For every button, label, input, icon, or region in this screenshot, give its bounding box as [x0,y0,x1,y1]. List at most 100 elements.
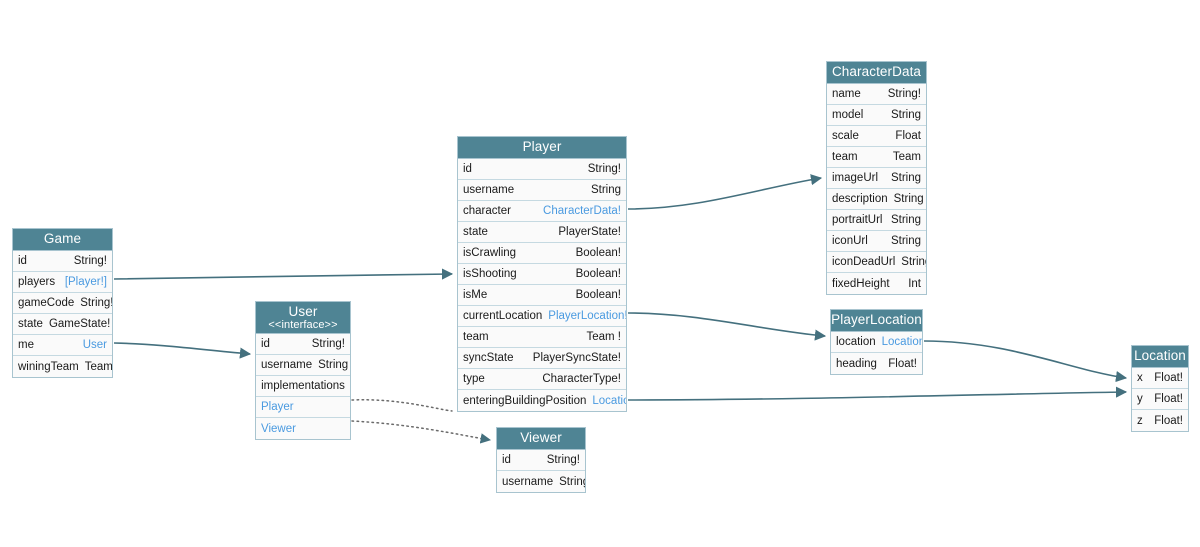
field-row: fixedHeight Int [827,273,926,294]
field-name: portraitUrl [832,214,883,226]
implementation-item[interactable]: Viewer [256,418,350,439]
field-row: team Team ! [458,327,626,348]
field-type: Boolean! [575,289,621,301]
field-type[interactable]: Location [592,394,626,407]
entity-playerlocation-header: PlayerLocation [831,310,922,332]
field-row: id String! [256,334,350,355]
entity-game-title: Game [43,231,82,246]
field-row: gameCode String! [13,293,112,314]
field-type[interactable]: [Player!] [64,276,107,288]
entity-player[interactable]: Player id String! username String charac… [457,136,627,412]
field-name: imageUrl [832,172,879,184]
field-row: id String! [497,450,585,471]
field-type: String [318,359,349,371]
field-row: enteringBuildingPosition Location [458,390,626,411]
field-name: isMe [463,289,488,301]
field-name: scale [832,130,859,142]
field-row: description String [827,189,926,210]
field-name: isCrawling [463,247,517,259]
field-type: String! [311,338,345,350]
field-row: type CharacterType! [458,369,626,390]
entity-playerlocation[interactable]: PlayerLocation location Location! headin… [830,309,923,375]
field-type: String [890,214,921,226]
edge-user-player-impl [351,399,453,412]
field-name: team [832,151,858,163]
entity-characterdata-title: CharacterData [831,64,922,79]
field-name: id [18,255,27,267]
field-row: location Location! [831,332,922,353]
entity-viewer[interactable]: Viewer id String! username String [496,427,586,493]
field-row: portraitUrl String [827,210,926,231]
field-row: username String [256,355,350,376]
field-row: team Team [827,147,926,168]
field-type: String! [887,88,921,100]
field-name: winingTeam [18,360,79,373]
entity-viewer-title: Viewer [520,430,562,445]
field-name: description [832,193,888,205]
entity-player-title: Player [522,139,562,154]
field-type: String! [80,297,112,309]
field-row: imageUrl String [827,168,926,189]
field-name: state [463,226,488,238]
entity-user-header: User <<interface>> [256,302,350,334]
entity-location-title: Location [1134,348,1186,363]
edge-player-enteringbuildingposition-to-location [627,386,1128,401]
field-name: heading [836,357,877,370]
field-row: currentLocation PlayerLocation! [458,306,626,327]
field-type: String [893,193,924,205]
field-type[interactable]: CharacterData! [543,205,621,217]
field-row: state GameState! [13,314,112,335]
entity-characterdata[interactable]: CharacterData name String! model String … [826,61,927,295]
entity-player-header: Player [458,137,626,159]
field-name: syncState [463,352,514,364]
edge-playerlocation-location-to-location [923,340,1128,383]
field-type: String [890,172,921,184]
field-row: isMe Boolean! [458,285,626,306]
field-type: Boolean! [575,247,621,259]
field-row: id String! [13,251,112,272]
entity-user-title: User [288,304,318,319]
field-row: x Float! [1132,368,1188,389]
field-row: iconUrl String [827,231,926,252]
entity-game[interactable]: Game id String! players [Player!] gameCo… [12,228,113,378]
field-type[interactable]: User [82,339,107,351]
field-row: y Float! [1132,389,1188,410]
field-type: String [590,184,621,196]
field-row: state PlayerState! [458,222,626,243]
implementations-label: implementations [261,380,345,392]
field-name: username [463,184,515,196]
field-type: Int [908,277,921,290]
field-row: syncState PlayerSyncState! [458,348,626,369]
field-type: String! [546,454,580,466]
field-type[interactable]: PlayerLocation! [548,310,626,322]
entity-location[interactable]: Location x Float! y Float! z Float! [1131,345,1189,432]
field-type: CharacterType! [542,373,621,385]
field-name: me [18,339,34,351]
field-row: players [Player!] [13,272,112,293]
entity-game-header: Game [13,229,112,251]
field-name: type [463,373,485,385]
field-row: username String [458,180,626,201]
edge-player-currentlocation-to-playerlocation [627,312,827,341]
field-row: name String! [827,84,926,105]
field-name: username [502,475,554,488]
field-type: String [890,109,921,121]
field-type: String [901,256,926,268]
field-type: Float [895,130,921,142]
field-name: username [261,359,313,371]
field-name: isShooting [463,268,517,280]
field-name: id [463,163,472,175]
field-name: fixedHeight [832,277,890,290]
field-type: Float! [888,357,917,370]
entity-playerlocation-title: PlayerLocation [831,312,922,327]
field-row: heading Float! [831,353,922,374]
field-row: iconDeadUrl String [827,252,926,273]
field-name: iconUrl [832,235,868,247]
entity-user[interactable]: User <<interface>> id String! username S… [255,301,351,440]
field-name: id [261,338,270,350]
field-type[interactable]: Location! [881,336,922,348]
field-name: iconDeadUrl [832,256,896,268]
implementation-item[interactable]: Player [256,397,350,418]
entity-characterdata-header: CharacterData [827,62,926,84]
